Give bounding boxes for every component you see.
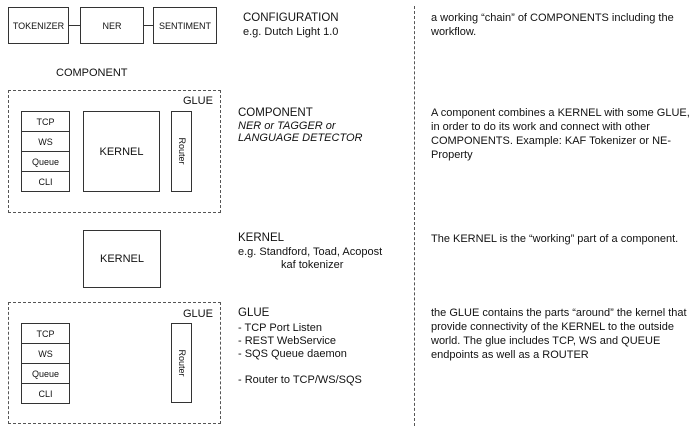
- chain-caption: COMPONENT: [56, 67, 128, 79]
- glue-router-box: [171, 323, 192, 403]
- glue-port-queue: Queue: [22, 364, 69, 384]
- glue-port-cli: CLI: [38, 388, 53, 399]
- port-cli: CLI: [38, 176, 53, 187]
- port-queue: Queue: [22, 152, 69, 172]
- component-router-box: [171, 111, 192, 192]
- port-ws: WS: [22, 132, 69, 152]
- kernel-example-1: e.g. Standford, Toad, Acopost: [238, 246, 383, 258]
- glue-port-ws: WS: [22, 344, 69, 364]
- component-router-label: Router: [177, 137, 187, 165]
- glue-title: GLUE: [238, 307, 270, 319]
- component-glue-boundary: [8, 90, 221, 213]
- component-subtitle-2: LANGUAGE DETECTOR: [238, 132, 363, 144]
- glue-port-tcp: TCP: [22, 324, 69, 344]
- component-description: A component combines a KERNEL with some …: [431, 107, 690, 161]
- ner-box: NER: [80, 7, 144, 44]
- component-kernel-box: KERNEL: [83, 111, 160, 192]
- tokenizer-box: TOKENIZER: [8, 7, 69, 44]
- glue-diagram-label: GLUE: [183, 308, 213, 320]
- glue-boundary: [8, 302, 221, 424]
- sentiment-box: SENTIMENT: [153, 7, 217, 44]
- glue-item-2: - REST WebService: [238, 335, 337, 347]
- component-port-stack: TCP WS Queue CLI: [21, 111, 70, 192]
- configuration-title: CONFIGURATION: [243, 12, 339, 24]
- glue-router-label: Router: [177, 349, 187, 377]
- kernel-title: KERNEL: [238, 232, 285, 244]
- sentiment-label: SENTIMENT: [158, 20, 211, 31]
- ner-label: NER: [102, 20, 122, 31]
- tokenizer-label: TOKENIZER: [12, 20, 65, 31]
- chain-connector-2: [144, 25, 153, 26]
- port-tcp: TCP: [22, 112, 69, 132]
- component-title: COMPONENT: [238, 107, 313, 119]
- glue-item-1: - TCP Port Listen: [238, 322, 322, 334]
- configuration-example: e.g. Dutch Light 1.0: [243, 26, 339, 38]
- column-separator: [414, 6, 415, 426]
- component-glue-label: GLUE: [183, 95, 213, 107]
- component-kernel-label: KERNEL: [99, 145, 144, 158]
- glue-item-3: - SQS Queue daemon: [238, 348, 347, 360]
- kernel-box: KERNEL: [83, 230, 161, 288]
- kernel-label: KERNEL: [99, 253, 145, 265]
- glue-description: the GLUE contains the parts “around” the…: [431, 307, 687, 361]
- configuration-description: a working “chain” of COMPONENTS includin…: [431, 12, 674, 38]
- glue-port-stack: TCP WS Queue CLI: [21, 323, 70, 404]
- kernel-description: The KERNEL is the “working” part of a co…: [431, 233, 679, 245]
- glue-extra-item: - Router to TCP/WS/SQS: [238, 374, 362, 386]
- component-subtitle-1: NER or TAGGER or: [238, 120, 336, 132]
- kernel-example-2: kaf tokenizer: [281, 259, 344, 271]
- chain-connector-1: [69, 25, 80, 26]
